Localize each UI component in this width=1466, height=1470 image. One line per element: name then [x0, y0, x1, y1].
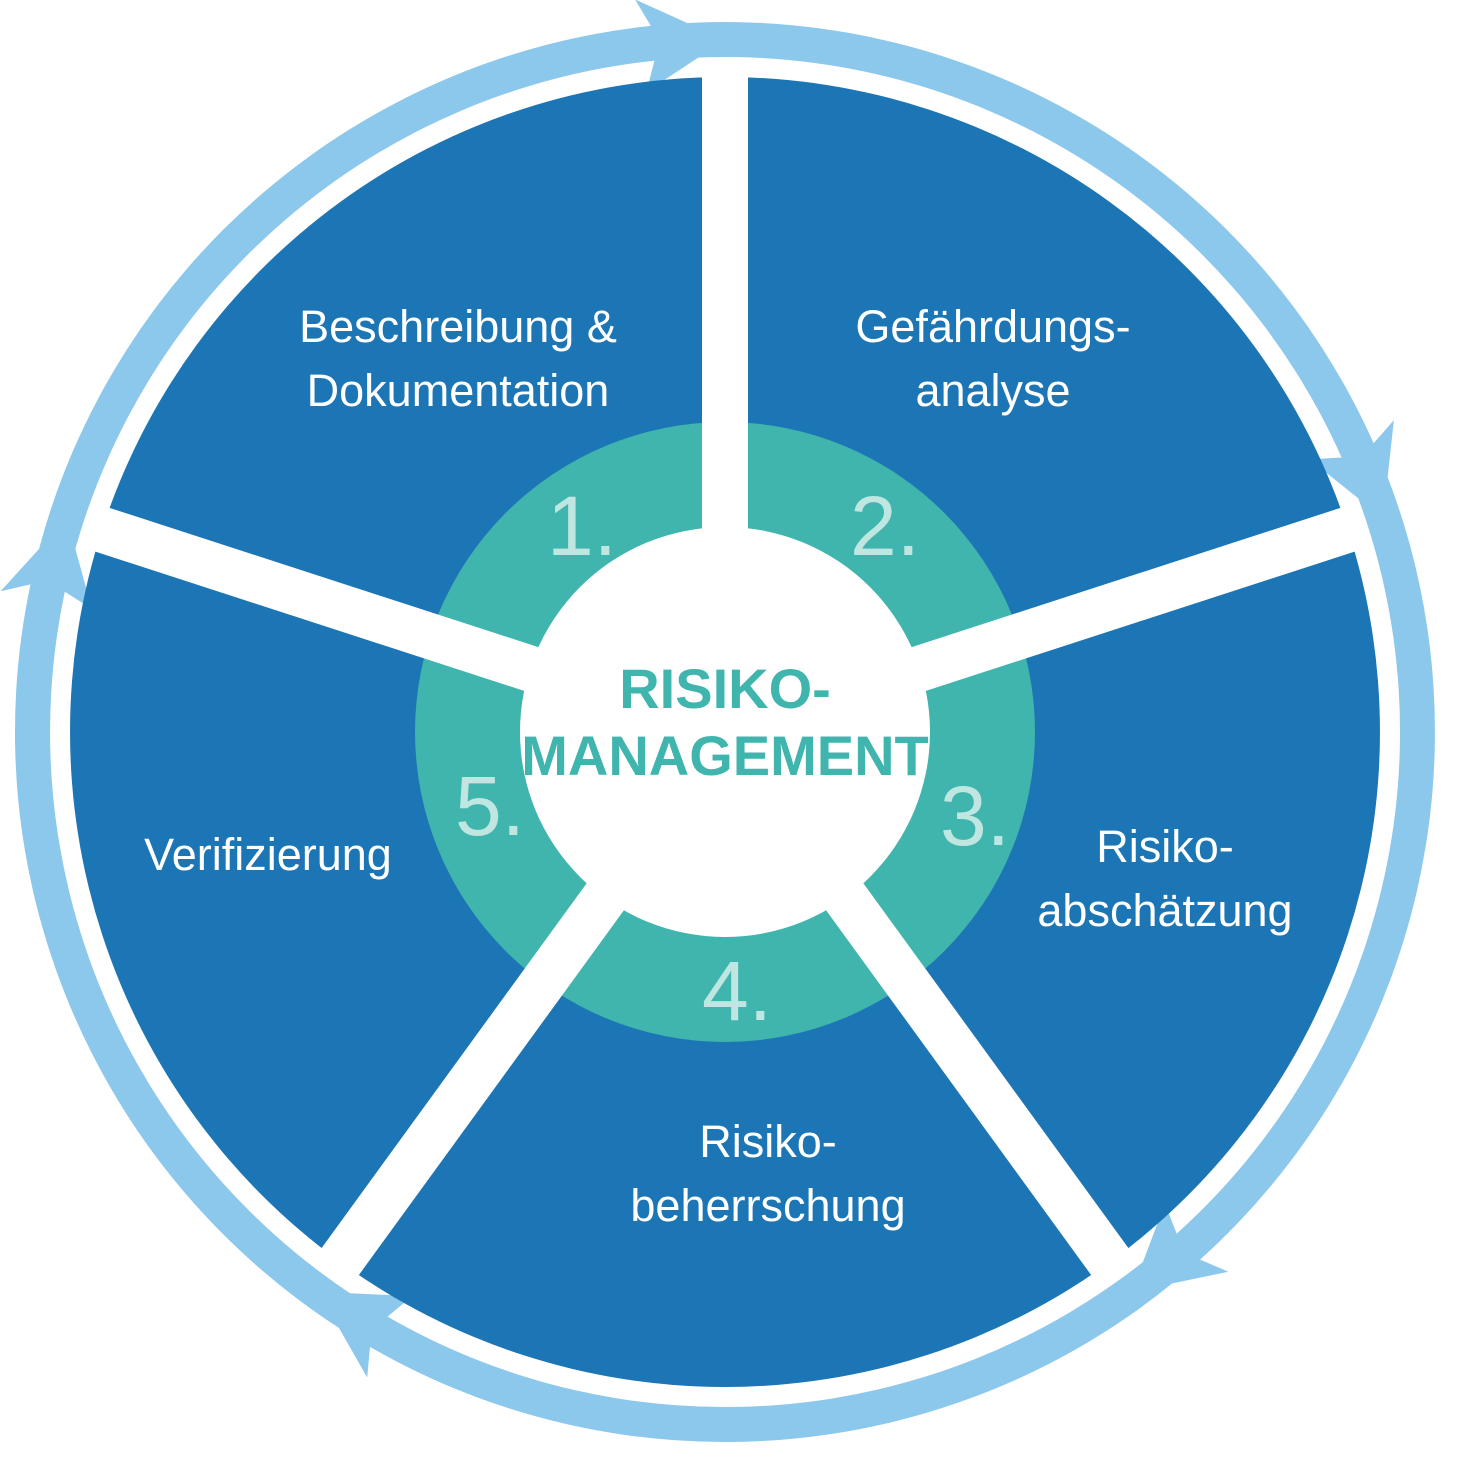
step-1-label-line-1: Beschreibung & — [299, 301, 617, 352]
segment-separator — [860, 504, 1367, 708]
step-number-1: 1. — [547, 479, 617, 573]
step-2-label-line-1: Gefährdungs- — [855, 301, 1130, 352]
cycle-arrow — [39, 0, 725, 558]
step-numbers: 1. 2. 3. 4. 5. — [455, 479, 1010, 1038]
step-3-label-line-1: Risiko- — [1096, 821, 1234, 872]
segment-separator — [83, 504, 590, 708]
step-labels: Beschreibung & Dokumentation Gefährdungs-a… — [144, 301, 1292, 1231]
step-1-label-line-2: Dokumentation — [307, 365, 610, 416]
cycle-arrow — [1131, 477, 1435, 1292]
step-4-label-line-2: beherrschung — [630, 1180, 905, 1231]
segment-3-risk-assessment — [340, 732, 1110, 1387]
center-title-line2: MANAGEMENT — [521, 724, 929, 787]
step-number-4: 4. — [702, 944, 772, 1038]
step-number-2: 2. — [850, 479, 920, 573]
step-3-label-line-2: abschätzung — [1037, 885, 1292, 936]
step-number-5: 5. — [455, 759, 525, 853]
segment-separator — [794, 839, 1136, 1286]
step-number-3: 3. — [940, 769, 1010, 863]
step-5-label-line-1: Verifizierung — [144, 829, 392, 880]
cycle-arrow — [0, 518, 358, 1328]
cycle-arrow — [318, 1256, 1172, 1443]
step-2-label-line-2: analyse — [915, 365, 1070, 416]
step-4-label-line-1: Risiko- — [699, 1116, 837, 1167]
segment-separator — [314, 839, 656, 1286]
center-circle — [520, 527, 930, 937]
segment-separators — [83, 65, 1367, 1286]
center-title-line1: RISIKO- — [619, 657, 831, 720]
